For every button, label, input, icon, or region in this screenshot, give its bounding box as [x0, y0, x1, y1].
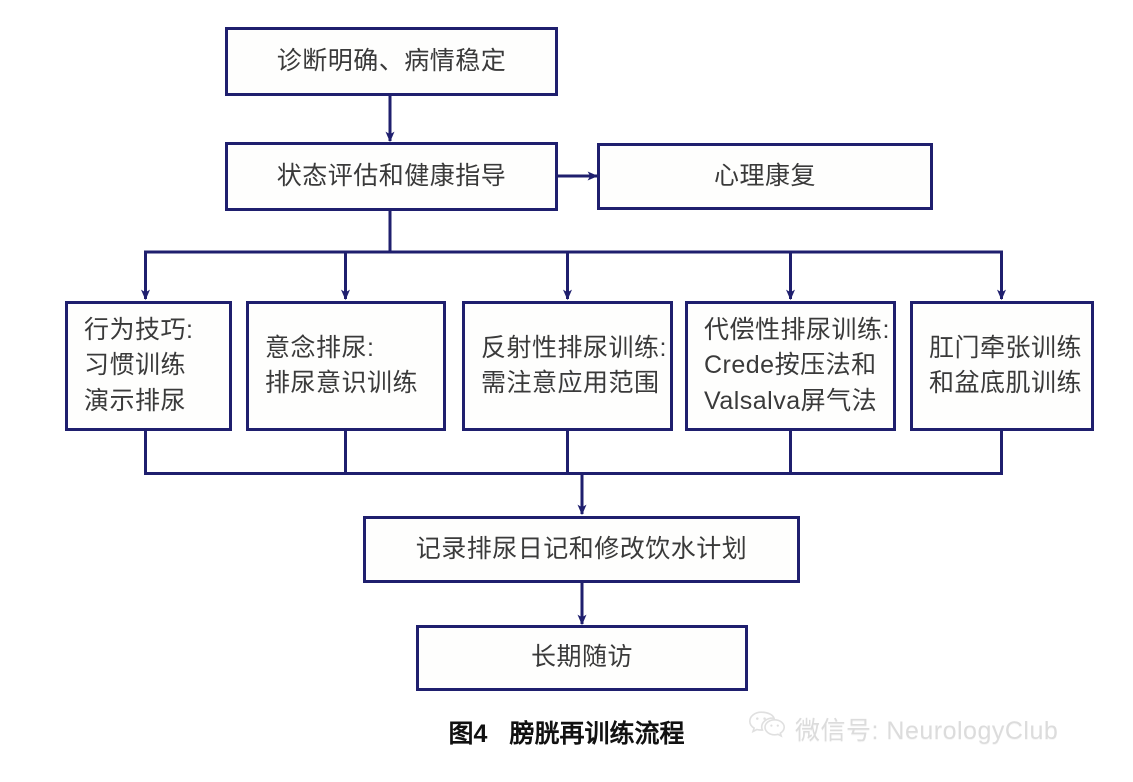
node-branch-compensatory-voiding-label: 代偿性排尿训练: Crede按压法和 Valsalva屏气法 [704, 315, 890, 415]
figure-caption-title: 膀胱再训练流程 [509, 720, 685, 748]
node-psychological-rehab-label: 心理康复 [713, 161, 816, 190]
edge-branches-merge [144, 430, 1003, 516]
figure-caption: 图4 膀胱再训练流程 [0, 714, 1133, 750]
node-assessment-label: 状态评估和健康指导 [276, 161, 507, 190]
wechat-icon [748, 710, 786, 747]
node-branch-anal-stretch[interactable]: 肛门牵张训练 和盆底肌训练 [910, 301, 1094, 431]
figure-caption-label: 图4 [448, 720, 488, 748]
node-branch-behavioral-skills-label: 行为技巧: 习惯训练 演示排尿 [84, 315, 194, 415]
watermark-text: 微信号: NeurologyClub [795, 716, 1059, 745]
node-assessment[interactable]: 状态评估和健康指导 [225, 142, 558, 211]
node-start-label: 诊断明确、病情稳定 [276, 46, 507, 75]
node-branch-reflex-voiding[interactable]: 反射性排尿训练: 需注意应用范围 [462, 301, 673, 431]
edge-assess-to-branches [141, 210, 1006, 301]
node-branch-compensatory-voiding[interactable]: 代偿性排尿训练: Crede按压法和 Valsalva屏气法 [685, 301, 896, 431]
node-branch-anal-stretch-label: 肛门牵张训练 和盆底肌训练 [929, 333, 1083, 398]
node-branch-reflex-voiding-label: 反射性排尿训练: 需注意应用范围 [481, 333, 667, 398]
node-branch-intentional-voiding-label: 意念排尿: 排尿意识训练 [265, 333, 419, 398]
node-branch-intentional-voiding[interactable]: 意念排尿: 排尿意识训练 [246, 301, 446, 431]
node-long-term-followup-label: 长期随访 [530, 643, 633, 672]
node-psychological-rehab[interactable]: 心理康复 [597, 143, 933, 210]
node-start[interactable]: 诊断明确、病情稳定 [225, 27, 558, 96]
watermark: 微信号: NeurologyClub [748, 710, 1058, 747]
node-long-term-followup[interactable]: 长期随访 [416, 625, 748, 691]
node-branch-behavioral-skills[interactable]: 行为技巧: 习惯训练 演示排尿 [65, 301, 232, 431]
node-voiding-diary[interactable]: 记录排尿日记和修改饮水计划 [363, 516, 800, 583]
node-voiding-diary-label: 记录排尿日记和修改饮水计划 [415, 534, 748, 563]
